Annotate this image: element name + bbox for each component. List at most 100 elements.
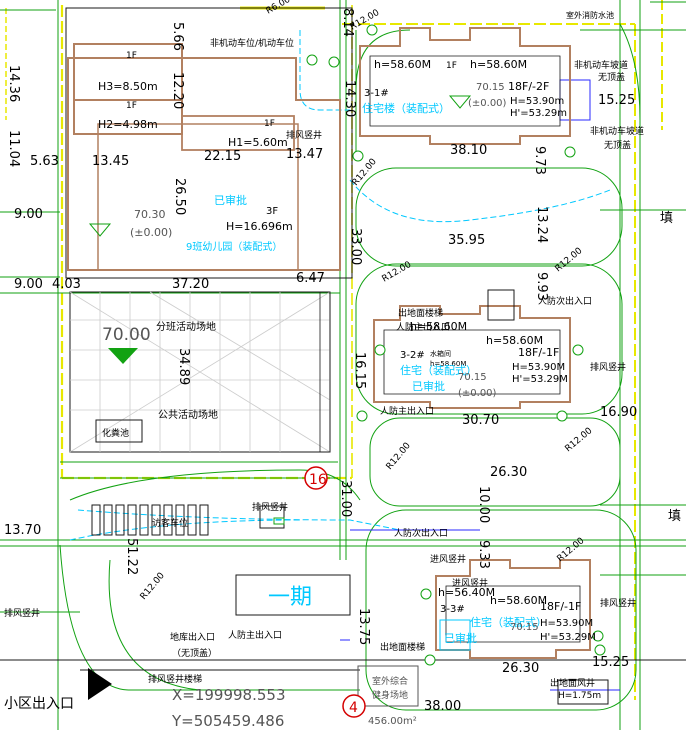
dim-5-63: 5.63 [30,154,59,169]
dim-9-00-a: 9.00 [14,207,43,222]
label-outdoor-station: 出地面风井 [550,677,595,689]
marker-circle-16 [304,466,328,490]
label-ground-level-70: 70.00 [102,325,151,345]
label-exhaust-3: 排风竖井 [252,501,288,513]
r32-elevation: 70.15 [458,372,487,383]
r32-floors: 18F/-1F [518,346,559,359]
kg-height: H=16.696m [226,220,293,233]
dim-14-30: 14.30 [342,80,357,117]
radius-center-low: R12.00 [385,441,413,472]
label-ground-stair-1: 出地面楼梯 [398,307,443,319]
label-civil-main-exit-3: 人防主出入口 [228,629,282,641]
axis-markers [306,24,606,666]
r33-floors: 18F/-1F [540,600,581,613]
radius-road-left: R12.00 [139,571,167,602]
r32-datum: (±0.00) [458,388,497,399]
dim-9-73: 9.73 [532,146,547,175]
r31-elevation: 70.15 [476,82,505,93]
dim-12-20: 12.20 [170,72,185,109]
label-no-canopy2: 无顶盖 [604,139,631,151]
label-green-area: 化粪池 [102,427,129,439]
label-exhaust-4: 排风竖井 [4,607,40,619]
dim-38-00: 38.00 [424,699,461,714]
label-area-value: 456.00m² [368,716,417,727]
label-garage-entry: 地库出入口 [170,631,215,643]
phase-one-area [0,504,686,707]
r31-datum: (±0.00) [468,98,507,109]
marker-label-16: 16 [309,472,327,488]
r31-floors: 18F/-2F [508,80,549,93]
coord-x: X=199998.553 [172,686,286,704]
dim-13-47: 13.47 [286,147,323,162]
res-3-2-labels: h=58.60M h=58.60M 3-2# 水箱间 h=58.60M 18F/… [400,320,568,399]
r32-height-b: H'=53.29M [512,374,568,385]
dim-51-22: 51.22 [124,538,139,575]
label-intake-2: 进风竖井 [452,577,488,589]
site-labels: 非机动车位/机动车位 非机动车坡道 无顶盖 非机动车坡道 无顶盖 室外消防水池 … [4,10,681,727]
r33-code: 3-3# [440,604,465,615]
r31-height-a: H=53.90m [510,96,564,107]
kg-datum: (±0.00) [130,226,172,239]
kg-h2: H2=4.98m [98,118,158,131]
r33-height-b: H'=53.29M [540,632,596,643]
label-phase: 一期 [268,585,312,610]
label-civil-sec-exit-2: 人防次出入口 [394,527,448,539]
label-fill-2: 填 [668,509,681,524]
radius-right-mid: R12.00 [554,246,585,274]
dim-9-00-b: 9.00 [14,277,43,292]
r32-h-b: h=58.60M [486,334,543,347]
label-nonmotor-right: 非机动车坡道 [574,59,628,71]
label-garage-entry-sub: （无顶盖） [172,647,217,659]
label-community-center2: 健身场地 [372,689,408,701]
dim-15-25-a: 15.25 [598,93,635,108]
res-3-1-labels: h=58.60M 1F h=58.60M 3-1# 70.15 (±0.00) … [362,58,567,119]
dim-35-95: 35.95 [448,233,485,248]
r33-h-b: h=58.60M [490,594,547,607]
residential-3-2 [373,289,571,409]
dim-13-45: 13.45 [92,154,129,169]
r32-note: 水箱间 [430,349,451,358]
dim-9-93: 9.93 [534,272,549,301]
label-exhaust-1: 排风竖井 [286,129,322,141]
label-intake-1: 进风竖井 [430,553,466,565]
r33-type: 住宅（装配式） [470,615,547,629]
label-civil-main-exit-2: 人防主出入口 [380,405,434,417]
r31-floor: 1F [446,61,457,71]
dim-8-14: 8.14 [340,8,355,37]
kg-name: 9班幼儿园（装配式） [186,240,282,253]
r32-type: 住宅（装配式） [400,363,477,377]
label-visitor-parking: 访客车位 [152,517,188,529]
r32-approved: 已审批 [412,379,445,393]
play-area [69,291,331,453]
kg-h1: H1=5.60m [228,136,288,149]
dim-16-15: 16.15 [352,352,367,389]
dim-26-30-b: 26.30 [502,661,539,676]
r32-code: 3-2# [400,350,425,361]
dim-4-03: 4.03 [52,277,81,292]
label-no-canopy: 无顶盖 [598,71,625,83]
dim-14-36: 14.36 [6,65,21,102]
res-3-3-labels: h=56.40M h=58.60M 18F/-1F 3-3# 住宅（装配式） 已… [438,586,596,645]
label-fill-1: 填 [660,211,673,226]
label-h-175: H=1.75m [558,691,601,701]
coordinate-readout: X=199998.553 Y=505459.486 [171,686,286,730]
kg-h3: H3=8.50m [98,80,158,93]
dim-9-33: 9.33 [476,540,491,569]
marker-label-4: 4 [349,700,358,716]
dim-30-70: 30.70 [462,413,499,428]
label-top-right-note: 室外消防水池 [566,10,614,20]
dim-15-25-b: 15.25 [592,655,629,670]
dim-26-30-a: 26.30 [490,465,527,480]
kg-floor-1f-c: 1F [264,119,275,129]
label-exhaust-2: 排风竖井 [590,361,626,373]
residential-3-3 [435,559,591,659]
dim-11-04: 11.04 [6,130,21,167]
label-community-entry: 小区出入口 [4,696,74,712]
dim-33-00: 33.00 [348,228,363,265]
label-nonmotor-top: 非机动车位/机动车位 [210,37,294,49]
dim-6-47: 6.47 [296,271,325,286]
r33-elevation: 70.15 [510,622,539,633]
r32-height-a: H=53.90M [512,362,565,373]
